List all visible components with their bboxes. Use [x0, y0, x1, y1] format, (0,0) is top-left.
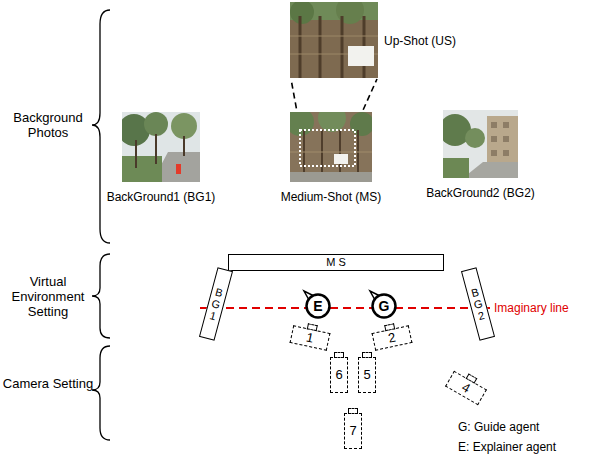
agent-circle: E [305, 293, 331, 319]
photo-image [443, 110, 518, 178]
screen-bar: M S [228, 254, 444, 271]
camera-box: 5 [358, 357, 376, 393]
camera-lens [362, 352, 372, 358]
agent-letter: G [379, 298, 390, 314]
photo-caption: BackGround1 (BG1) [107, 190, 216, 204]
section-brackets [92, 10, 110, 440]
imaginary-line [200, 307, 490, 309]
section-label: Virtual Environment Setting [2, 274, 94, 319]
background-photo: BackGround1 (BG1) [122, 112, 200, 182]
camera-number: 4 [459, 380, 472, 396]
camera-number: 2 [387, 330, 397, 345]
photo-caption: BackGround2 (BG2) [426, 186, 535, 200]
shape-label: B G 1 [206, 285, 226, 323]
shape-label: M S [326, 256, 346, 269]
legend-note: E: Explainer agent [458, 440, 556, 455]
camera-box: 2 [372, 325, 413, 351]
legend-note: G: Guide agent [458, 420, 539, 435]
section-label: Camera Setting [2, 376, 94, 391]
camera-box: 7 [344, 413, 362, 449]
background-panel: B G 1 [199, 267, 233, 341]
agent-letter: E [313, 298, 322, 314]
camera-number: 6 [335, 368, 342, 382]
background-photo: BackGround2 (BG2) [443, 110, 518, 178]
photo-image [290, 2, 378, 78]
photo-caption: Medium-Shot (MS) [281, 190, 382, 204]
camera-box: 1 [290, 325, 331, 351]
section-label: Background Photos [2, 110, 94, 140]
camera-number: 7 [349, 424, 356, 438]
background-photo: Medium-Shot (MS) [290, 112, 372, 182]
photo-caption: Up-Shot (US) [384, 34, 456, 48]
shape-label: B G 2 [468, 285, 488, 323]
agent-circle: G [371, 293, 397, 319]
camera-box: 6 [330, 357, 348, 393]
photo-image [122, 112, 200, 182]
camera-lens [348, 408, 358, 414]
photo-image [290, 112, 372, 182]
camera-number: 5 [363, 368, 370, 382]
line-label: Imaginary line [494, 301, 569, 316]
camera-box: 4 [445, 371, 487, 406]
background-photo: Up-Shot (US) [290, 2, 378, 78]
camera-lens [334, 352, 344, 358]
camera-number: 1 [305, 330, 315, 345]
background-panel: B G 2 [461, 267, 495, 341]
